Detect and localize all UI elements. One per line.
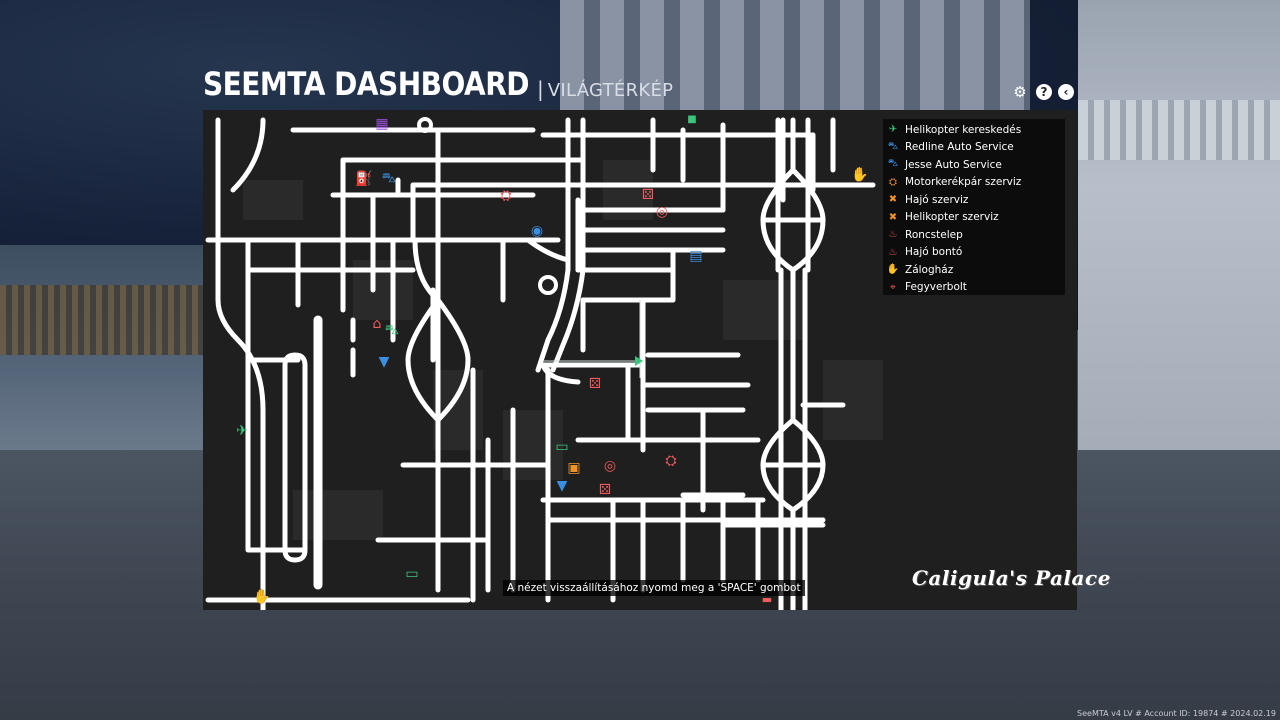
factory-icon[interactable]: ▦ [375, 116, 389, 132]
shirt-icon[interactable]: ▼ [378, 354, 390, 370]
helicopter-icon[interactable]: ✈ [236, 423, 248, 439]
car-service-icon: ⛍ [887, 140, 899, 152]
legend-label: Motorkerékpár szerviz [905, 176, 1022, 189]
gas-station-icon[interactable]: ⛽ [355, 171, 373, 187]
car-service-icon[interactable]: ⛍ [381, 170, 397, 186]
map-blocks [243, 160, 933, 540]
legend-item[interactable]: ✖ Hajó szerviz [883, 191, 1065, 209]
users-cog-icon[interactable]: ⚙ [1013, 83, 1027, 101]
legend-label: Helikopter kereskedés [905, 123, 1022, 136]
legend-label: Zálogház [905, 263, 954, 276]
motorcycle-icon[interactable]: ⛭ [500, 188, 512, 204]
building-cornice [1078, 100, 1280, 160]
money-icon[interactable]: ▭ [405, 566, 419, 582]
target-icon[interactable]: ◉ [530, 223, 544, 239]
motorcycle-icon: ⛭ [889, 176, 897, 188]
building-windows [0, 285, 205, 355]
page-subtitle: VILÁGTÉRKÉP [547, 80, 674, 101]
car-icon[interactable]: ⛍ [384, 322, 400, 338]
pawnshop-icon[interactable]: ✋ [253, 589, 271, 605]
header-icon-bar: ⚙ ? ‹ [1010, 83, 1074, 101]
world-map[interactable]: ▦ ■ ⛽ ⛍ ⛭ ◉ ⚄ ◎ ▤ ⌂ ⛍ ▼ ⚄ ✈ ▭ ▣ ◎ ⛭ ▼ ⚄ … [203, 110, 1077, 610]
dice-icon[interactable]: ⚄ [641, 187, 655, 203]
green-marker-icon[interactable]: ■ [687, 113, 697, 125]
background-building-right [1078, 0, 1280, 470]
crosshair-icon[interactable]: ◎ [655, 204, 669, 220]
legend-item[interactable]: ✋ Zálogház [883, 261, 1065, 279]
ship-breaker-icon: ♨ [888, 246, 898, 258]
tools-icon: ✖ [888, 194, 898, 206]
reset-view-hint: A nézet visszaállításához nyomd meg a 'S… [503, 580, 805, 596]
legend-item[interactable]: ✈ Helikopter kereskedés [883, 121, 1065, 139]
legend-label: Jesse Auto Service [905, 158, 1002, 171]
help-icon[interactable]: ? [1036, 84, 1052, 100]
background-building-left [0, 245, 205, 455]
dashboard-header: SEEMTA DASHBOARD | VILÁGTÉRKÉP [203, 65, 674, 104]
crosshair-icon[interactable]: ◎ [603, 458, 617, 474]
dice-icon[interactable]: ⚄ [598, 482, 612, 498]
footer-version: SeeMTA v4 LV # Account ID: 19874 # 2024.… [1077, 709, 1276, 718]
pawnshop-icon[interactable]: ✋ [851, 167, 869, 183]
crosshair-icon: ⌖ [890, 281, 896, 293]
legend-item[interactable]: ✖ Helikopter szerviz [883, 209, 1065, 227]
legend-item[interactable]: ♨ Roncstelep [883, 226, 1065, 244]
legend-label: Redline Auto Service [905, 141, 1014, 154]
toolbox-icon[interactable]: ▣ [567, 460, 581, 476]
legend-item[interactable]: ⛍ Jesse Auto Service [883, 156, 1065, 174]
legend-item[interactable]: ♨ Hajó bontó [883, 244, 1065, 262]
legend-item[interactable]: ⌖ Fegyverbolt [883, 279, 1065, 297]
pawnshop-icon: ✋ [886, 264, 900, 276]
helicopter-icon: ✈ [888, 124, 898, 136]
tools-icon: ✖ [888, 211, 898, 223]
dice-icon[interactable]: ⚄ [588, 376, 602, 392]
motorcycle-icon[interactable]: ⛭ [665, 453, 677, 469]
legend-label: Hajó szerviz [905, 193, 969, 206]
legend-label: Hajó bontó [905, 246, 963, 259]
location-logo: Caligula's Palace [912, 566, 1111, 590]
dashboard-title: SEEMTA DASHBOARD [203, 65, 530, 103]
legend-label: Fegyverbolt [905, 281, 967, 294]
legend-label: Helikopter szerviz [905, 211, 999, 224]
legend-item[interactable]: ⛍ Redline Auto Service [883, 139, 1065, 157]
map-roads [205, 117, 933, 610]
briefcase-icon[interactable]: ▤ [689, 248, 703, 264]
legend-label: Roncstelep [905, 228, 963, 241]
legend-item[interactable]: ⛭ Motorkerékpár szerviz [883, 174, 1065, 192]
house-icon[interactable]: ⌂ [372, 316, 382, 332]
car-service-icon: ⛍ [887, 158, 899, 170]
junkyard-icon: ♨ [888, 229, 898, 241]
shirt-icon[interactable]: ▼ [556, 478, 568, 494]
money-icon[interactable]: ▭ [555, 439, 569, 455]
background-tower [560, 0, 1030, 110]
junkyard-icon[interactable]: ▬ [761, 592, 773, 606]
back-icon[interactable]: ‹ [1058, 84, 1074, 100]
map-legend: ✈ Helikopter kereskedés ⛍ Redline Auto Ser… [883, 119, 1065, 295]
title-separator: | [537, 77, 544, 101]
